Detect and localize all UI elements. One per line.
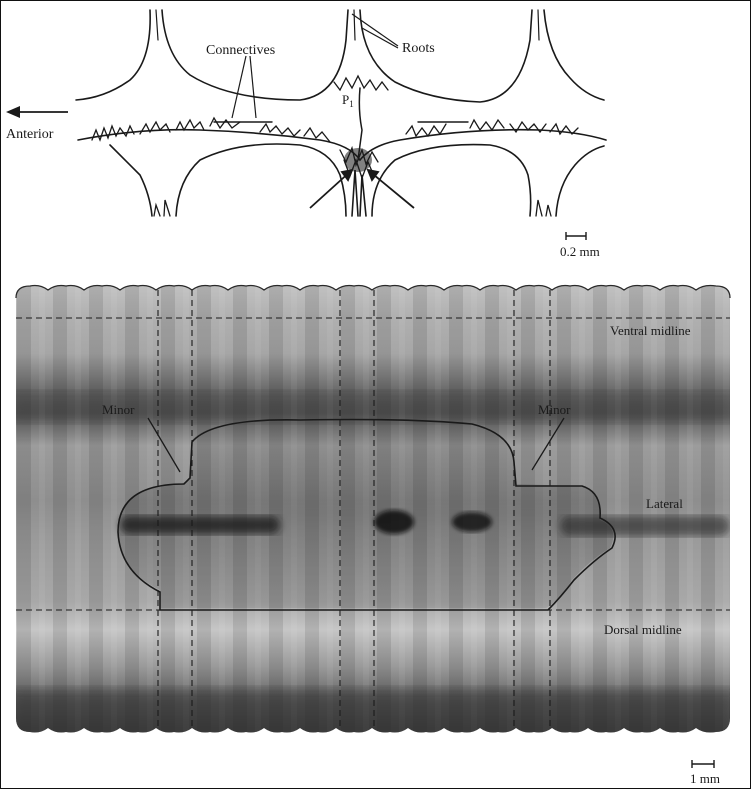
- ganglion-drawing: [76, 10, 606, 216]
- roots-label: Roots: [402, 41, 435, 56]
- anterior-arrow: [6, 106, 68, 118]
- upper-ganglion-mid-curve: [360, 10, 532, 102]
- bottom-scale-label: 1 mm: [690, 771, 720, 786]
- upper-ganglion-left-curve: [76, 10, 150, 100]
- neuron-cell-cluster: [344, 148, 372, 172]
- dorsal-midline-label: Dorsal midline: [604, 622, 682, 637]
- lower-ganglion-outline: [78, 130, 606, 160]
- lateral-label: Lateral: [646, 496, 683, 511]
- label-leader-lines: [232, 14, 398, 118]
- bottom-scale-bar: [692, 760, 714, 768]
- p1-label: P1: [342, 92, 354, 109]
- connectives-label: Connectives: [206, 43, 275, 58]
- top-scale-label: 0.2 mm: [560, 244, 600, 259]
- ventral-midline-label: Ventral midline: [610, 323, 691, 338]
- photomicrograph: [10, 280, 736, 740]
- minor-left-label: Minor: [102, 402, 135, 417]
- minor-right-label: Minor: [538, 402, 571, 417]
- upper-ganglion-right-curve: [544, 10, 604, 100]
- top-scale-bar: [566, 232, 586, 240]
- anterior-label: Anterior: [6, 127, 54, 142]
